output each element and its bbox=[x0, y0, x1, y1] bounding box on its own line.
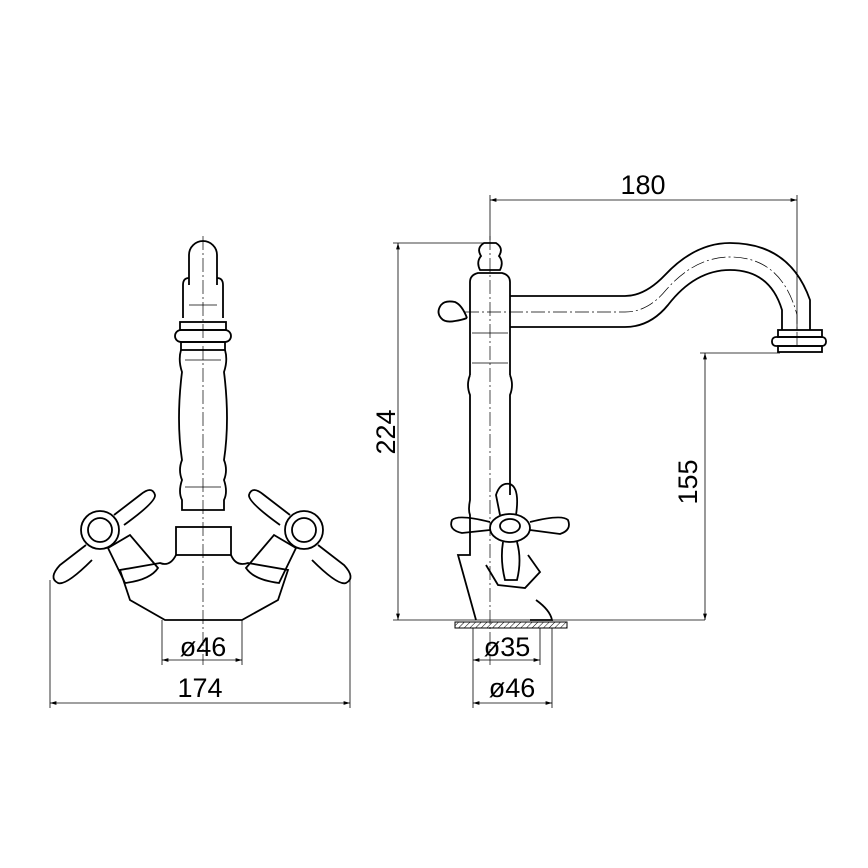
overall-width-label: 174 bbox=[177, 673, 222, 703]
spout-reach-label: 180 bbox=[620, 170, 665, 200]
right-handle[interactable] bbox=[244, 489, 352, 585]
base-nut bbox=[175, 526, 232, 556]
top-finial bbox=[477, 242, 503, 271]
spout-bottom bbox=[510, 269, 783, 330]
left-handle[interactable] bbox=[52, 489, 160, 585]
spout-head bbox=[188, 240, 218, 285]
overall-height-label: 224 bbox=[371, 409, 401, 454]
spout-top bbox=[510, 242, 811, 330]
spout-height-label: 155 bbox=[673, 459, 703, 504]
side-knob bbox=[437, 300, 468, 323]
column-body bbox=[178, 349, 228, 511]
body-base bbox=[118, 554, 290, 621]
side-base-diameter-label: ø46 bbox=[489, 673, 536, 703]
inner-diameter-label: ø35 bbox=[484, 632, 531, 662]
side-handle[interactable] bbox=[450, 482, 570, 621]
front-base-diameter-label: ø46 bbox=[180, 632, 227, 662]
front-view: ø46 174 bbox=[49, 236, 352, 708]
side-view: ø35 ø46 180 224 155 bbox=[371, 170, 827, 708]
